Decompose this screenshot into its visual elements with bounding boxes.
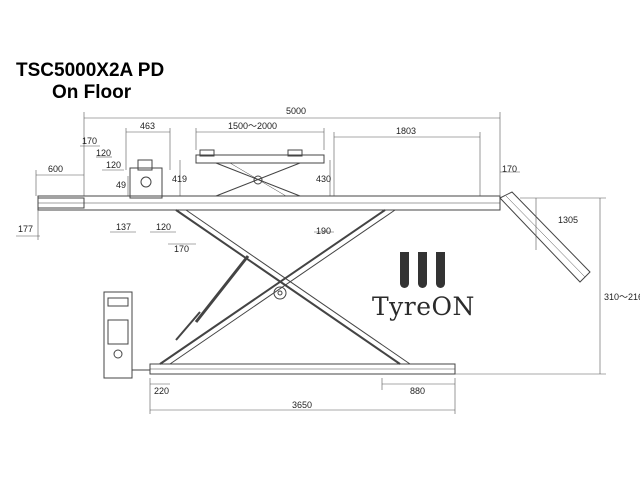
- jack-platform: [195, 154, 325, 164]
- dim-177: 177: [18, 224, 33, 234]
- dim-600: 600: [48, 164, 63, 174]
- left-extension: [37, 197, 85, 209]
- title-subtitle: On Floor: [52, 82, 132, 103]
- brand-logo-text: TyreON: [372, 292, 475, 321]
- dim-880: 880: [410, 386, 425, 396]
- drive-ramp: [499, 191, 591, 283]
- scissor-pivot: [273, 286, 287, 300]
- page-title: TSC5000X2A PD On Floor: [16, 60, 164, 104]
- title-model: TSC5000X2A PD: [16, 60, 165, 81]
- dim-3650: 3650: [292, 400, 312, 410]
- dim-120-b: 120: [106, 160, 121, 170]
- tyreon-logo-mark-icon: [400, 252, 446, 288]
- dim-170-right: 170: [502, 164, 517, 174]
- dim-430: 430: [316, 174, 331, 184]
- dim-190: 190: [316, 226, 331, 236]
- dim-5000: 5000: [286, 106, 306, 116]
- control-box: [103, 291, 133, 379]
- dim-463: 463: [140, 121, 155, 131]
- dim-419: 419: [172, 174, 187, 184]
- scissor-arm-a: [175, 209, 401, 365]
- dim-310-2160: 310～2160: [604, 292, 640, 302]
- scissor-arm-b: [159, 209, 386, 365]
- lift-structure: [37, 149, 591, 379]
- dim-49: 49: [116, 180, 126, 190]
- dim-1305: 1305: [558, 215, 578, 225]
- dim-170-bottom: 170: [174, 244, 189, 254]
- dim-120-c: 120: [156, 222, 171, 232]
- dim-170-top: 170: [82, 136, 97, 146]
- dim-220: 220: [154, 386, 169, 396]
- dim-1500-2000: 1500～2000: [228, 121, 277, 131]
- lifting-unit: [129, 167, 163, 199]
- dimension-labels: 5000 463 1500～2000 1803 170 600 120 120 …: [18, 106, 640, 410]
- dim-1803: 1803: [396, 126, 416, 136]
- dim-137: 137: [116, 222, 131, 232]
- dim-120-a: 120: [96, 148, 111, 158]
- dimension-lines: [16, 112, 606, 414]
